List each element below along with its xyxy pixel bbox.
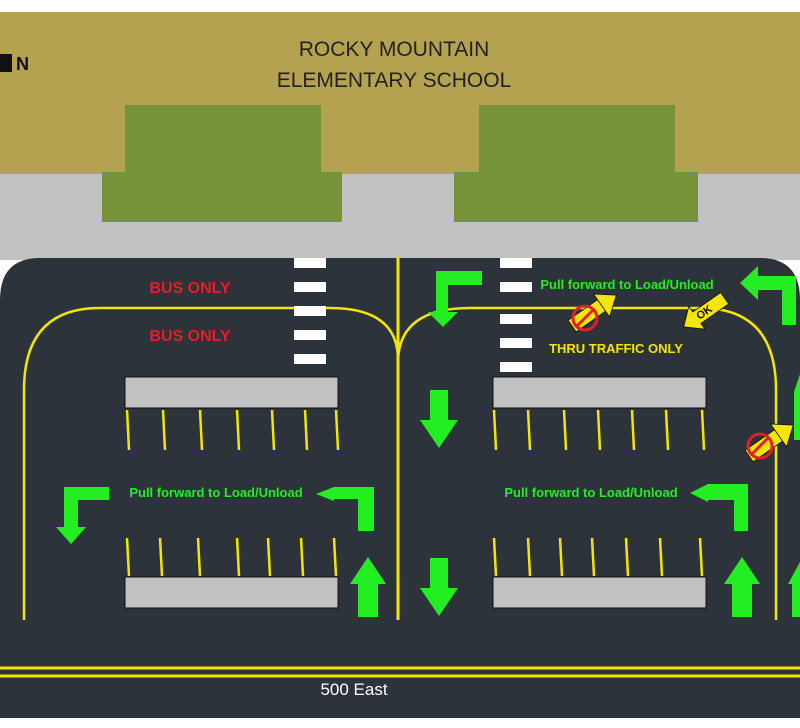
arrow-up-edge-icon: [794, 374, 800, 440]
north-label: N: [16, 54, 29, 74]
stall-lines-right-bottom: [492, 537, 704, 577]
north-arrow-icon: [0, 54, 12, 72]
stall-lines-left-top: [125, 409, 340, 451]
school-name-line1: ROCKY MOUNTAIN: [299, 38, 490, 61]
left-loop-lane: [22, 306, 400, 620]
crosswalk-right: [500, 258, 532, 372]
bus-only-label-2: BUS ONLY: [149, 328, 231, 345]
school-building: [0, 12, 800, 174]
map-bottom-edge: [0, 718, 800, 728]
arrow-ok-icon: [683, 291, 730, 330]
arrow-up-icon-3: [788, 562, 800, 617]
arrow-diagonal-right-icon: [744, 423, 794, 463]
arrow-turn-left-top-right-icon: [740, 266, 796, 325]
island-right-bottom: [492, 576, 707, 609]
island-left-bottom: [124, 576, 339, 609]
arrow-turn-left-icon-2: [690, 484, 748, 531]
pull-forward-label-top: Pull forward to Load/Unload: [540, 277, 713, 292]
crosswalk-left: [294, 258, 326, 364]
island-left-top: [124, 376, 339, 409]
arrow-up-icon-2: [724, 557, 760, 617]
parking-lot: [0, 258, 800, 720]
arrow-down-icon-2: [420, 558, 458, 616]
pull-forward-label-right: Pull forward to Load/Unload: [504, 485, 677, 500]
stall-lines-right-top: [492, 409, 706, 451]
bus-only-label-1: BUS ONLY: [149, 280, 231, 297]
arrow-turn-down-left-icon: [56, 487, 109, 544]
arrow-up-icon-1: [350, 557, 386, 617]
building-wing-left: [125, 105, 321, 175]
thru-traffic-label: THRU TRAFFIC ONLY: [549, 341, 683, 356]
arrow-down-icon-1: [420, 390, 458, 448]
building-wing-right: [479, 105, 675, 175]
street-name: 500 East: [320, 680, 387, 699]
island-right-top: [492, 376, 707, 409]
building-wing-left-base: [102, 172, 342, 222]
stall-lines-left-bottom: [125, 537, 338, 577]
arrow-turn-left-icon-1: [316, 487, 374, 531]
arrow-turn-down-icon: [428, 271, 482, 327]
school-name-line2: ELEMENTARY SCHOOL: [277, 69, 512, 92]
pull-forward-label-left: Pull forward to Load/Unload: [129, 485, 302, 500]
building-wing-right-base: [454, 172, 698, 222]
